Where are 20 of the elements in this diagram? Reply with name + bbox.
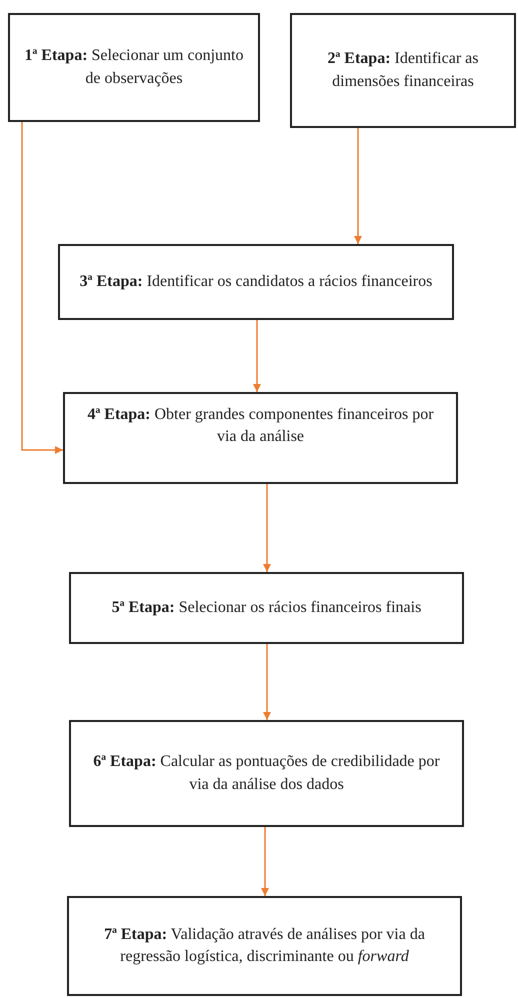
- step-text: 6ª Etapa: Calcular as pontuações de credibilidade por via da análise dos dados: [92, 752, 441, 794]
- arrow: [261, 827, 269, 896]
- process-box: [58, 244, 454, 320]
- arrow: [21, 122, 63, 454]
- process-box: [8, 13, 260, 122]
- step-text: 5ª Etapa: Selecionar os rácios financeiros finais: [112, 598, 422, 618]
- arrow: [354, 128, 362, 244]
- arrow: [253, 320, 261, 392]
- process-box: [63, 392, 458, 484]
- step-text: 2ª Etapa: Identificar as dimensões financeiras: [326, 49, 480, 92]
- step-text: 3ª Etapa: Identificar os candidatos a rácios financeiros: [80, 272, 432, 292]
- process-box: [290, 13, 516, 128]
- step-text: 1ª Etapa: Selecionar um conjunto de observações: [24, 46, 244, 88]
- process-box: [69, 572, 464, 644]
- arrow: [263, 484, 271, 572]
- arrow: [263, 644, 271, 720]
- process-box: [69, 720, 464, 827]
- process-box: [67, 896, 462, 996]
- step-text: 4ª Etapa: Obter grandes componentes financeiros por via da análise: [86, 405, 435, 448]
- step-text: 7ª Etapa: Validação através de análises por via da regressão logística, discriminante ou forward: [103, 924, 426, 967]
